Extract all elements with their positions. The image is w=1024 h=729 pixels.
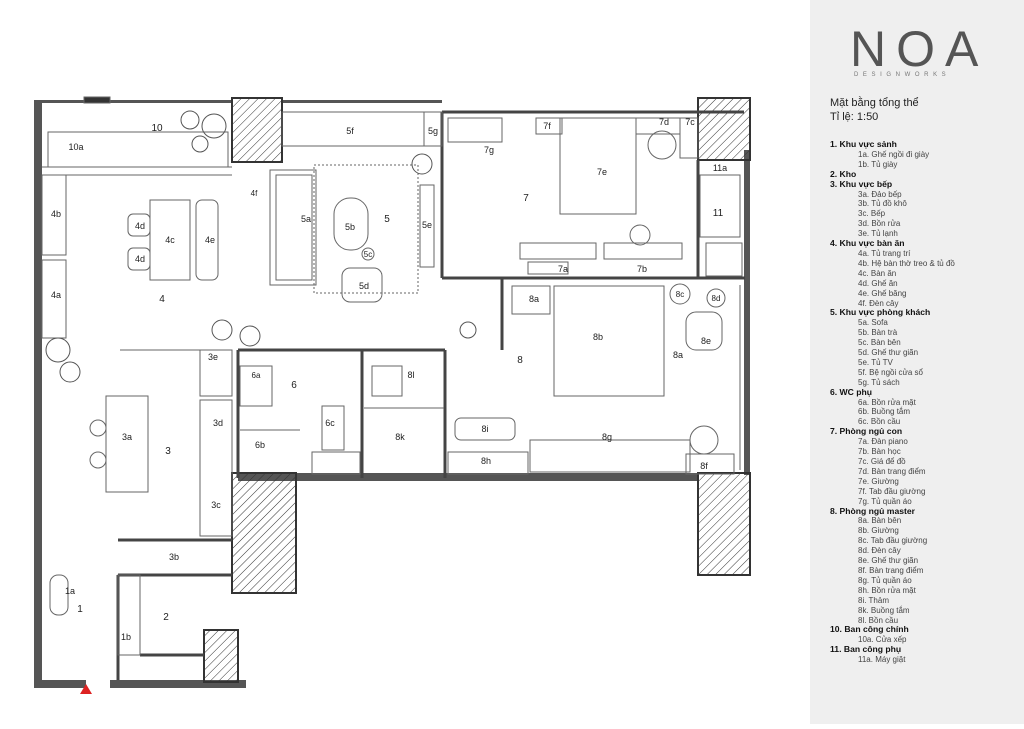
label-6a: 6a xyxy=(252,371,261,380)
label-4d-1: 4d xyxy=(135,221,145,231)
label-8k: 8k xyxy=(395,432,405,442)
label-4a: 4a xyxy=(51,290,61,300)
label-10a: 10a xyxy=(68,142,83,152)
legend-scale: Tỉ lệ: 1:50 xyxy=(830,111,879,123)
floor-plan-drawing: 1 1a 1b 2 3 3a 3b 3c 3d 3e 4 4a 4b 4c 4d… xyxy=(34,96,751,694)
label-8c: 8c xyxy=(676,290,684,299)
label-7: 7 xyxy=(523,193,529,204)
label-5a: 5a xyxy=(301,214,311,224)
label-4: 4 xyxy=(159,294,165,305)
label-6c: 6c xyxy=(325,418,335,428)
label-5c: 5c xyxy=(364,250,372,259)
label-8f: 8f xyxy=(700,461,708,471)
structural-columns xyxy=(203,97,751,683)
brand-logo: NOA xyxy=(850,21,989,77)
label-11a: 11a xyxy=(713,163,727,173)
label-5: 5 xyxy=(384,214,390,225)
label-8: 8 xyxy=(517,355,523,366)
label-5d: 5d xyxy=(359,281,369,291)
legend-section: 2. Kho xyxy=(830,168,857,179)
label-7b: 7b xyxy=(637,264,647,274)
label-2: 2 xyxy=(163,612,169,623)
label-7a: 7a xyxy=(558,264,568,274)
room-labels: 1 1a 1b 2 3 3a 3b 3c 3d 3e 4 4a 4b 4c 4d… xyxy=(51,117,727,642)
label-7g: 7g xyxy=(484,145,494,155)
label-8a-2: 8a xyxy=(673,350,683,360)
label-3e: 3e xyxy=(208,352,218,362)
label-5f: 5f xyxy=(346,126,354,136)
floor-plan: 1 1a 1b 2 3 3a 3b 3c 3d 3e 4 4a 4b 4c 4d… xyxy=(34,96,751,694)
brand-subtitle: DESIGNWORKS xyxy=(854,72,951,78)
label-8d: 8d xyxy=(712,294,721,303)
label-3a: 3a xyxy=(122,432,132,442)
label-3: 3 xyxy=(165,446,171,457)
legend-title: Mặt bằng tổng thể xyxy=(830,97,919,109)
label-1: 1 xyxy=(77,604,83,615)
label-1a: 1a xyxy=(65,586,75,596)
label-4f: 4f xyxy=(251,189,258,198)
label-3b: 3b xyxy=(169,552,179,562)
label-5e: 5e xyxy=(422,220,432,230)
label-11: 11 xyxy=(713,208,724,219)
label-4c: 4c xyxy=(165,235,175,245)
label-4e: 4e xyxy=(205,235,215,245)
furniture-outlines xyxy=(41,96,743,656)
legend-panel: NOA DESIGNWORKS Mặt bằng tổng thể Tỉ lệ:… xyxy=(810,0,1024,724)
label-3c: 3c xyxy=(211,500,221,510)
label-8g: 8g xyxy=(602,432,612,442)
plants xyxy=(45,110,477,383)
label-1b: 1b xyxy=(121,632,131,642)
label-4b: 4b xyxy=(51,209,61,219)
interior-walls xyxy=(116,110,745,680)
label-8b: 8b xyxy=(593,332,603,342)
exterior-walls xyxy=(34,100,750,688)
label-8i: 8i xyxy=(481,424,488,434)
label-7f: 7f xyxy=(543,121,551,131)
label-5g: 5g xyxy=(428,126,438,136)
label-7c: 7c xyxy=(685,117,695,127)
label-8h: 8h xyxy=(481,456,491,466)
label-3d: 3d xyxy=(213,418,223,428)
label-6b: 6b xyxy=(255,440,265,450)
label-4d-2: 4d xyxy=(135,254,145,264)
label-7d: 7d xyxy=(659,117,669,127)
label-5b: 5b xyxy=(345,222,355,232)
entry-arrow-icon xyxy=(80,684,92,694)
label-6: 6 xyxy=(291,380,297,391)
label-8l: 8l xyxy=(407,370,414,380)
label-7e: 7e xyxy=(597,167,607,177)
label-8a-1: 8a xyxy=(529,294,539,304)
label-10: 10 xyxy=(151,123,163,134)
label-8e: 8e xyxy=(701,336,711,346)
